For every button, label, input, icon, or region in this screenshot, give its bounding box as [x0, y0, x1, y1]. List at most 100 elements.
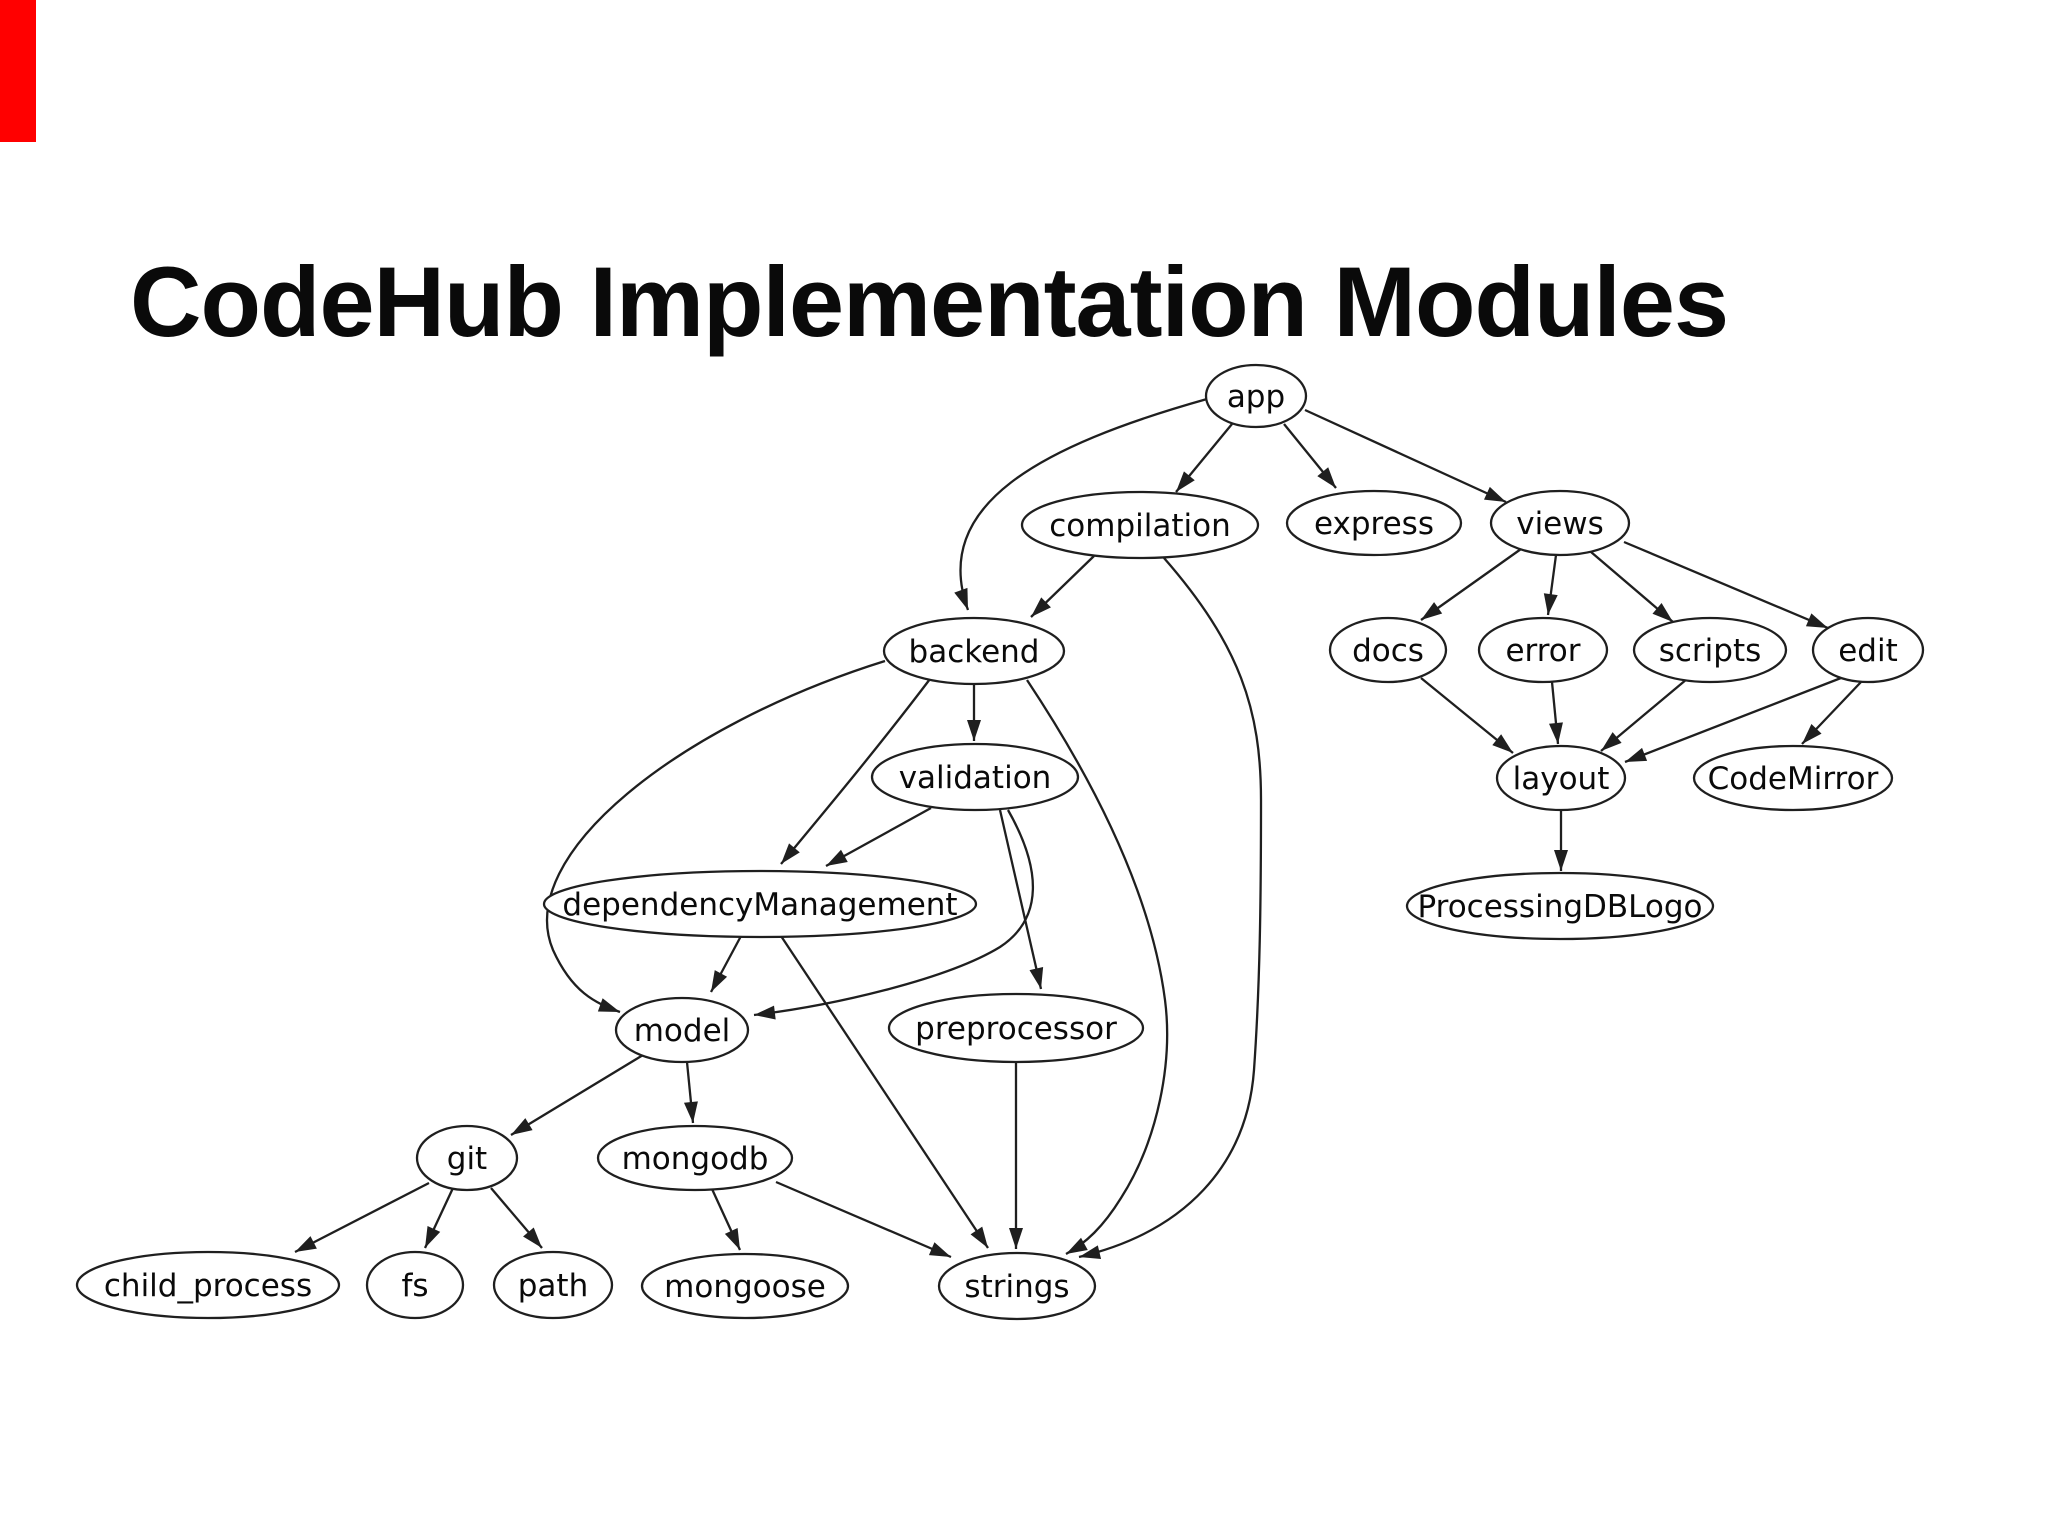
slide-title: CodeHub Implementation Modules — [130, 246, 1729, 358]
edge-dependency-management-strings — [780, 935, 989, 1249]
node-error-shape — [1477, 616, 1609, 684]
node-compilation: compilation — [1020, 490, 1260, 560]
node-compilation-label: compilation — [1049, 508, 1231, 544]
node-preprocessor-shape — [887, 992, 1145, 1064]
node-scripts: scripts — [1632, 616, 1788, 684]
node-mongoose-label: mongoose — [664, 1269, 826, 1305]
edge-backend-model — [546, 659, 886, 1014]
node-strings-shape — [937, 1251, 1097, 1321]
node-scripts-label: scripts — [1659, 633, 1762, 669]
node-mongodb: mongodb — [596, 1124, 794, 1192]
edge-views-edit — [1623, 540, 1829, 630]
node-git-label: git — [447, 1141, 487, 1177]
node-backend: backend — [882, 616, 1066, 686]
node-docs-label: docs — [1352, 633, 1424, 669]
node-mongoose-shape — [640, 1252, 850, 1320]
node-model: model — [614, 996, 750, 1064]
node-strings-label: strings — [964, 1269, 1069, 1305]
edge-app-compilation — [1175, 423, 1233, 493]
edge-scripts-layout — [1600, 678, 1688, 752]
node-dependency-management-shape — [542, 869, 978, 939]
node-backend-shape — [882, 616, 1066, 686]
edge-error-layout — [1549, 681, 1563, 745]
node-app: app — [1204, 363, 1308, 429]
edge-app-express — [1283, 423, 1337, 489]
edge-docs-layout — [1420, 677, 1514, 754]
node-express-label: express — [1314, 506, 1434, 542]
node-dependency-management-label: dependencyManagement — [562, 887, 957, 923]
node-path-shape — [492, 1250, 614, 1320]
node-layout: layout — [1495, 744, 1627, 812]
edge-views-error — [1543, 554, 1558, 616]
edge-compilation-strings — [1078, 557, 1263, 1259]
node-path-label: path — [518, 1268, 588, 1304]
node-strings: strings — [937, 1251, 1097, 1321]
edge-layer — [294, 397, 1862, 1259]
node-child-process-shape — [75, 1250, 341, 1320]
node-mongodb-label: mongodb — [622, 1141, 769, 1177]
node-app-shape — [1204, 363, 1308, 429]
node-validation-label: validation — [899, 760, 1052, 796]
node-scripts-shape — [1632, 616, 1788, 684]
edge-dependency-management-model — [709, 935, 743, 993]
node-layer: app compilation express views backend do… — [75, 363, 1925, 1321]
edge-git-fs — [423, 1187, 455, 1249]
node-validation-shape — [870, 742, 1080, 812]
node-validation: validation — [870, 742, 1080, 812]
node-git-shape — [415, 1124, 519, 1192]
node-layout-label: layout — [1513, 761, 1610, 797]
node-views-shape — [1489, 489, 1631, 557]
node-express-shape — [1285, 489, 1463, 557]
node-preprocessor-label: preprocessor — [915, 1011, 1117, 1047]
node-model-label: model — [634, 1013, 731, 1049]
edge-git-child-process — [294, 1181, 430, 1254]
edge-model-git — [510, 1054, 644, 1136]
node-mongodb-shape — [596, 1124, 794, 1192]
edge-mongodb-strings — [775, 1180, 952, 1259]
node-processing-db-logo-label: ProcessingDBLogo — [1417, 889, 1702, 925]
node-processing-db-logo-shape — [1405, 871, 1715, 941]
node-codemirror: CodeMirror — [1692, 744, 1894, 812]
node-fs-shape — [365, 1250, 465, 1320]
edge-compilation-backend — [1030, 555, 1095, 618]
node-path: path — [492, 1250, 614, 1320]
node-preprocessor: preprocessor — [887, 992, 1145, 1064]
edge-views-docs — [1420, 548, 1522, 621]
node-app-label: app — [1227, 379, 1285, 415]
edge-app-views — [1304, 408, 1507, 504]
node-error: error — [1477, 616, 1609, 684]
node-backend-label: backend — [909, 634, 1040, 670]
node-docs-shape — [1328, 616, 1448, 684]
node-dependency-management: dependencyManagement — [542, 869, 978, 939]
node-edit: edit — [1811, 616, 1925, 684]
slide-accent-bar — [0, 0, 36, 142]
node-child-process: child_process — [75, 1250, 341, 1320]
edge-backend-dependency-management — [780, 678, 931, 865]
node-express: express — [1285, 489, 1463, 557]
node-fs: fs — [365, 1250, 465, 1320]
node-views: views — [1489, 489, 1631, 557]
edge-backend-strings — [1026, 679, 1169, 1256]
node-views-label: views — [1516, 506, 1604, 542]
node-model-shape — [614, 996, 750, 1064]
node-codemirror-label: CodeMirror — [1708, 761, 1879, 797]
edge-git-path — [490, 1187, 543, 1249]
edge-validation-preprocessor — [998, 809, 1044, 990]
edge-model-mongodb — [683, 1061, 698, 1124]
node-mongoose: mongoose — [640, 1252, 850, 1320]
node-compilation-shape — [1020, 490, 1260, 560]
node-processing-db-logo: ProcessingDBLogo — [1405, 871, 1715, 941]
node-layout-shape — [1495, 744, 1627, 812]
node-edit-shape — [1811, 616, 1925, 684]
edge-app-backend — [954, 397, 1208, 611]
node-edit-label: edit — [1838, 633, 1898, 669]
node-codemirror-shape — [1692, 744, 1894, 812]
node-child-process-label: child_process — [104, 1268, 312, 1304]
edge-edit-codemirror — [1801, 681, 1862, 745]
node-error-label: error — [1505, 633, 1580, 669]
edge-views-scripts — [1590, 551, 1674, 623]
node-fs-label: fs — [401, 1268, 428, 1304]
edge-mongodb-mongoose — [710, 1188, 742, 1251]
node-docs: docs — [1328, 616, 1448, 684]
